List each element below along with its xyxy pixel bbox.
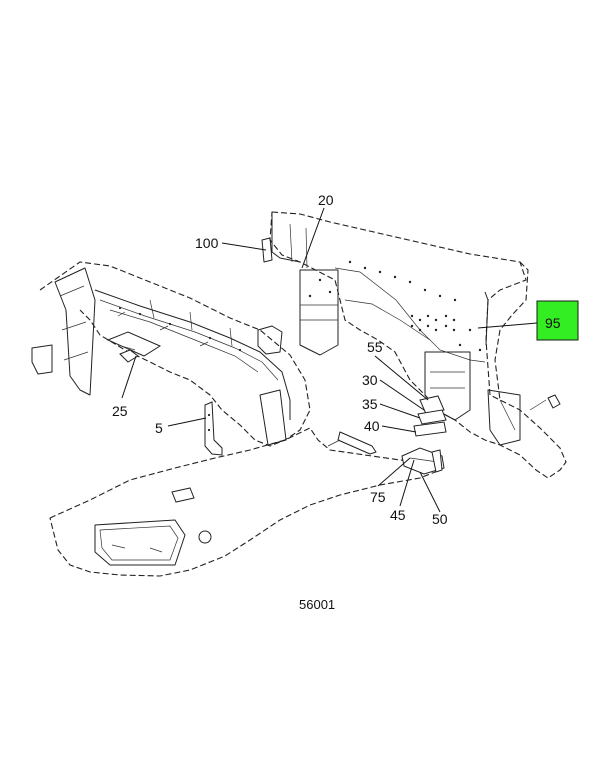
- callout-45[interactable]: 45: [390, 507, 406, 523]
- callout-30[interactable]: 30: [362, 372, 378, 388]
- callout-35[interactable]: 35: [362, 396, 378, 412]
- rear-wall-panel: [257, 211, 567, 479]
- part-25-bracket: [106, 331, 162, 363]
- leader-5: [167, 417, 207, 427]
- callout-5[interactable]: 5: [155, 420, 163, 436]
- panel-holes: [308, 260, 482, 352]
- leader-40: [381, 425, 417, 433]
- leader-100: [221, 242, 267, 251]
- callout-40[interactable]: 40: [364, 418, 380, 434]
- callout-25[interactable]: 25: [112, 403, 128, 419]
- callout-labels: 20 100 95 55 30 35 40 25 5 75 45 50: [112, 192, 561, 527]
- leader-55: [374, 355, 429, 401]
- figure-number: 56001: [299, 597, 335, 612]
- leader-50: [419, 471, 441, 513]
- leader-35: [379, 403, 421, 419]
- floor-panel: [49, 427, 441, 577]
- leader-25: [121, 355, 137, 399]
- callout-55[interactable]: 55: [367, 339, 383, 355]
- callout-50[interactable]: 50: [432, 511, 448, 527]
- leader-95: [477, 322, 538, 329]
- callout-100[interactable]: 100: [195, 235, 219, 251]
- pin-part: [327, 431, 377, 455]
- callout-75[interactable]: 75: [370, 489, 386, 505]
- callout-20[interactable]: 20: [318, 192, 334, 208]
- leader-45: [399, 459, 415, 507]
- callout-95-highlight: [536, 300, 579, 341]
- right-pillar: [494, 261, 561, 411]
- leader-75: [377, 457, 411, 487]
- part-5-bracket: [204, 401, 223, 456]
- leader-lines: [121, 207, 538, 513]
- mount-stack: [413, 395, 447, 437]
- leader-30: [379, 379, 425, 411]
- callout-95[interactable]: 95: [545, 315, 561, 331]
- front-rail-assembly: [31, 261, 311, 447]
- lower-bracket: [401, 447, 445, 475]
- leader-20: [301, 207, 325, 269]
